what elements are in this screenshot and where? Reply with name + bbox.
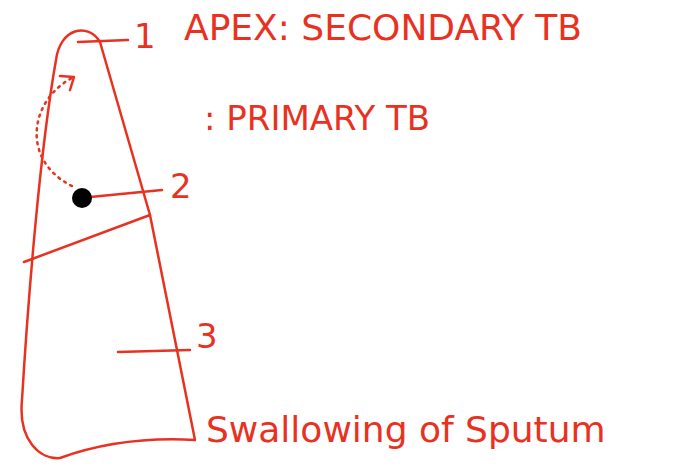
region-label: : PRIMARY TB [204,100,430,137]
region-label: APEX: SECONDARY TB [184,8,582,48]
primary-focus [72,188,92,208]
leader-line [80,190,162,198]
lung-outline [22,30,195,458]
spread-arrow [37,78,72,186]
callout-number: 1 [134,18,156,55]
fissure-line [24,215,150,262]
leader-line [78,40,128,42]
leader-line [118,350,190,352]
callout-number: 3 [196,318,218,355]
callout-number: 2 [170,168,192,205]
arrow-head [60,76,74,90]
note-label: Swallowing of Sputum [206,410,606,450]
